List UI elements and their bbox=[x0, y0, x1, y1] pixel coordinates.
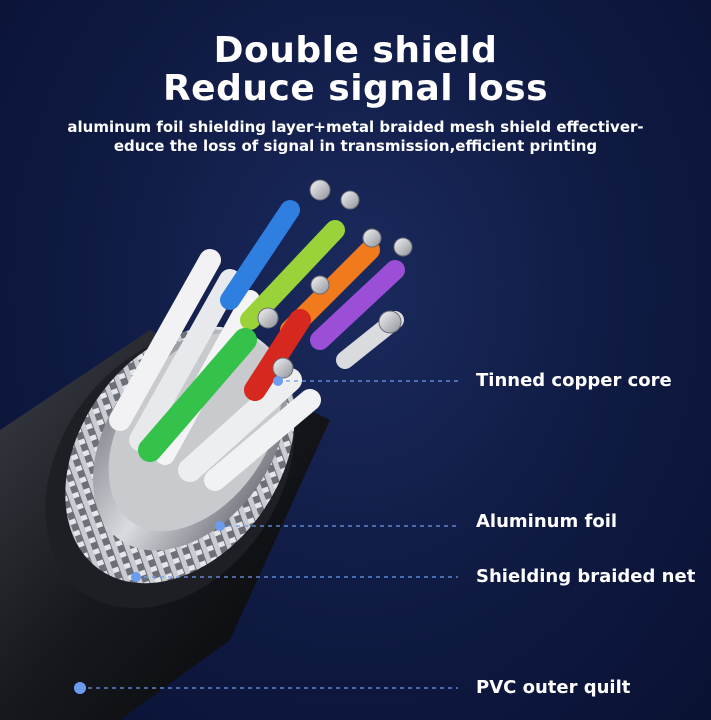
callout-aluminum-foil: Aluminum foil bbox=[476, 511, 618, 532]
colored-conductors bbox=[138, 200, 405, 462]
headline-line-2: Reduce signal loss bbox=[162, 68, 549, 109]
callout-pvc-outer-quilt: PVC outer quilt bbox=[476, 677, 631, 698]
callout-shielding-braided-net: Shielding braided net bbox=[476, 566, 696, 587]
description-line-2: educe the loss of signal in transmission… bbox=[113, 137, 598, 155]
headline-line-1: Double shield bbox=[213, 30, 498, 71]
description-line-1: aluminum foil shielding layer+metal brai… bbox=[67, 118, 644, 136]
callout-leaders bbox=[74, 376, 458, 694]
copper-strand-tips bbox=[257, 179, 413, 379]
description: aluminum foil shielding layer+metal brai… bbox=[0, 118, 711, 156]
callout-tinned-copper-core: Tinned copper core bbox=[476, 370, 672, 391]
